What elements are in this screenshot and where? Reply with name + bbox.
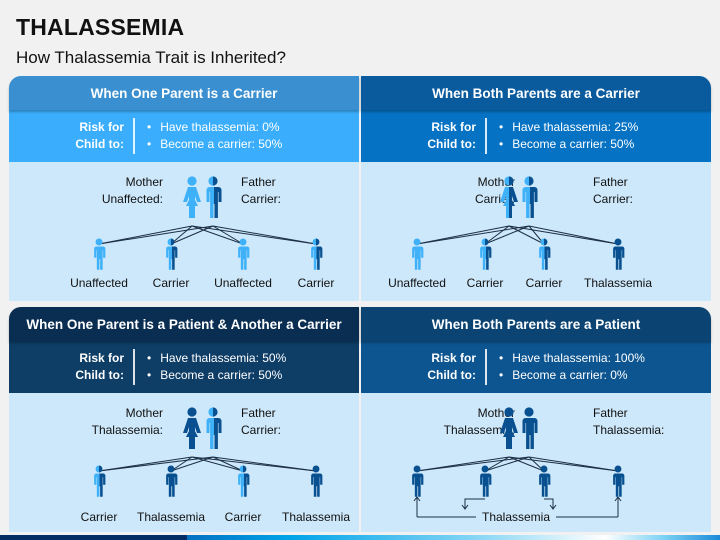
panel-title: When Both Parents are a Patient xyxy=(361,307,711,341)
divider xyxy=(133,118,135,154)
father-figure-icon xyxy=(201,399,225,462)
child-figure-icon xyxy=(476,461,494,506)
child-label: Carrier xyxy=(152,276,190,290)
child-figure-icon xyxy=(90,234,108,279)
connector-lines xyxy=(98,225,317,245)
divider xyxy=(485,349,487,385)
child-figure-icon xyxy=(90,461,108,506)
child-figure-icon xyxy=(535,234,553,279)
divider xyxy=(485,118,487,154)
child-label: Unaffected xyxy=(388,276,446,290)
connector-lines xyxy=(413,456,622,518)
risk-list: Have thalassemia: 50% Become a carrier: … xyxy=(147,350,286,384)
child-label: Thalassemia xyxy=(281,510,351,524)
risk-label-line1: Risk for xyxy=(431,120,476,134)
panel-title: When One Parent is a Patient & Another a… xyxy=(9,307,359,341)
child-label: Unaffected xyxy=(214,276,272,290)
risk-item: Become a carrier: 50% xyxy=(147,136,282,153)
father-figure-icon xyxy=(517,399,541,462)
page-title: THALASSEMIA xyxy=(16,14,185,40)
child-figure-icon xyxy=(307,461,325,506)
child-figure-icon xyxy=(609,234,627,279)
risk-label-line1: Risk for xyxy=(431,351,476,365)
mother-figure-icon xyxy=(180,399,204,462)
child-figure-icon xyxy=(408,461,426,506)
child-label: Thalassemia xyxy=(583,276,653,290)
father-figure-icon xyxy=(517,168,541,231)
divider xyxy=(133,349,135,385)
risk-list: Have thalassemia: 25% Become a carrier: … xyxy=(499,119,638,153)
child-figure-icon xyxy=(408,234,426,279)
risk-label-line2: Child to: xyxy=(427,137,476,151)
connector-lines xyxy=(98,456,317,472)
group-label: Thalassemia xyxy=(481,510,551,524)
panel-both-parents-carrier: When Both Parents are a Carrier Risk for… xyxy=(361,76,711,301)
child-figure-icon xyxy=(162,234,180,279)
child-figure-icon xyxy=(234,461,252,506)
risk-list: Have thalassemia: 100% Become a carrier:… xyxy=(499,350,645,384)
child-figure-icon xyxy=(307,234,325,279)
risk-item: Have thalassemia: 0% xyxy=(147,119,282,136)
child-label: Carrier xyxy=(224,510,262,524)
risk-label-line2: Child to: xyxy=(75,137,124,151)
risk-label-line1: Risk for xyxy=(79,351,124,365)
mother-figure-icon xyxy=(180,168,204,231)
connector-lines xyxy=(416,225,619,245)
risk-list: Have thalassemia: 0% Become a carrier: 5… xyxy=(147,119,282,153)
child-label: Thalassemia xyxy=(136,510,206,524)
child-figure-icon xyxy=(476,234,494,279)
child-figure-icon xyxy=(162,461,180,506)
risk-item: Become a carrier: 0% xyxy=(499,367,645,384)
risk-item: Become a carrier: 50% xyxy=(147,367,286,384)
risk-item: Become a carrier: 50% xyxy=(499,136,638,153)
child-label: Carrier xyxy=(80,510,118,524)
child-label: Carrier xyxy=(297,276,335,290)
risk-label-line2: Child to: xyxy=(75,368,124,382)
child-figure-icon xyxy=(609,461,627,506)
child-figure-icon xyxy=(535,461,553,506)
risk-label-line2: Child to: xyxy=(427,368,476,382)
child-label: Carrier xyxy=(525,276,563,290)
panel-title: When Both Parents are a Carrier xyxy=(361,76,711,110)
child-figure-icon xyxy=(234,234,252,279)
mother-figure-icon xyxy=(497,168,521,231)
risk-item: Have thalassemia: 100% xyxy=(499,350,645,367)
footer-gradient-bar xyxy=(0,535,720,540)
mother-figure-icon xyxy=(497,399,521,462)
risk-label-line1: Risk for xyxy=(79,120,124,134)
risk-item: Have thalassemia: 50% xyxy=(147,350,286,367)
father-figure-icon xyxy=(201,168,225,231)
page-subtitle: How Thalassemia Trait is Inherited? xyxy=(16,48,286,67)
child-label: Unaffected xyxy=(70,276,128,290)
panel-both-parents-patient: When Both Parents are a Patient Risk for… xyxy=(361,307,711,532)
child-label: Carrier xyxy=(466,276,504,290)
panel-patient-and-carrier: When One Parent is a Patient & Another a… xyxy=(9,307,359,532)
panel-title: When One Parent is a Carrier xyxy=(9,76,359,110)
risk-item: Have thalassemia: 25% xyxy=(499,119,638,136)
